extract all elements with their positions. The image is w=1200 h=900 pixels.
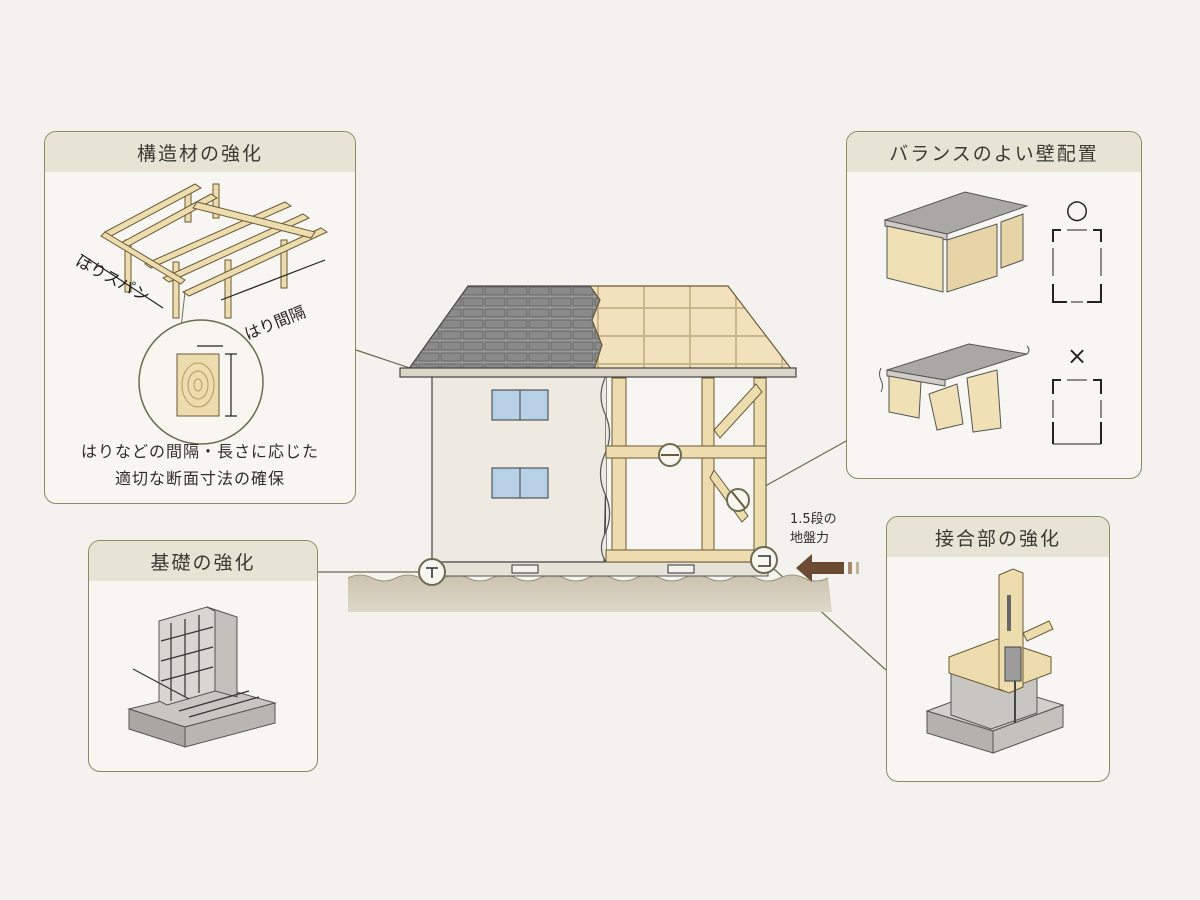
panel-foundation: 基礎の強化 xyxy=(88,540,318,772)
foundation-illustration xyxy=(127,606,277,748)
joint-hardware-illustration xyxy=(925,568,1065,754)
timber-frame xyxy=(605,377,767,563)
interval-label: はり間隔 xyxy=(242,302,308,344)
structure-caption: はりなどの間隔・長さに応じた 適切な断面寸法の確保 xyxy=(45,438,355,492)
panel-walls-title: バランスのよい壁配置 xyxy=(847,132,1141,172)
panel-structure-title: 構造材の強化 xyxy=(45,132,355,172)
panel-joints: 接合部の強化 xyxy=(886,516,1110,782)
ground-force-label: 1.5段の 地盤力 xyxy=(790,510,837,548)
roof-boards xyxy=(588,285,794,371)
marker-joint xyxy=(750,546,778,574)
panel-foundation-title: 基礎の強化 xyxy=(89,541,317,581)
cut-edge xyxy=(599,375,611,563)
ground-soil xyxy=(348,575,832,612)
wall-balance-illustration: ○ × xyxy=(879,191,1102,445)
roof-eave xyxy=(399,367,797,378)
panel-joints-title: 接合部の強化 xyxy=(887,517,1109,557)
structure-caption-line1: はりなどの間隔・長さに応じた xyxy=(80,442,319,461)
window-upper xyxy=(491,389,549,421)
ground-force-arrow xyxy=(796,554,859,582)
ground-force-line2: 地盤力 xyxy=(790,531,830,546)
foundation-vents xyxy=(511,564,695,574)
ground-force-line1: 1.5段の xyxy=(790,512,837,527)
roof-tiles xyxy=(406,285,603,371)
good-mark: ○ xyxy=(1066,195,1089,225)
window-lower xyxy=(491,467,549,499)
panel-structure: 構造材の強化 xyxy=(44,131,356,504)
house-foundation xyxy=(427,561,769,577)
plan-good xyxy=(1052,229,1102,303)
beam-frame-illustration: はりスパン はり間隔 xyxy=(72,183,329,445)
plan-bad xyxy=(1052,379,1102,445)
bad-mark: × xyxy=(1067,342,1087,370)
panel-walls: バランスのよい壁配置 ○ xyxy=(846,131,1142,479)
structure-caption-line2: 適切な断面寸法の確保 xyxy=(114,469,285,488)
